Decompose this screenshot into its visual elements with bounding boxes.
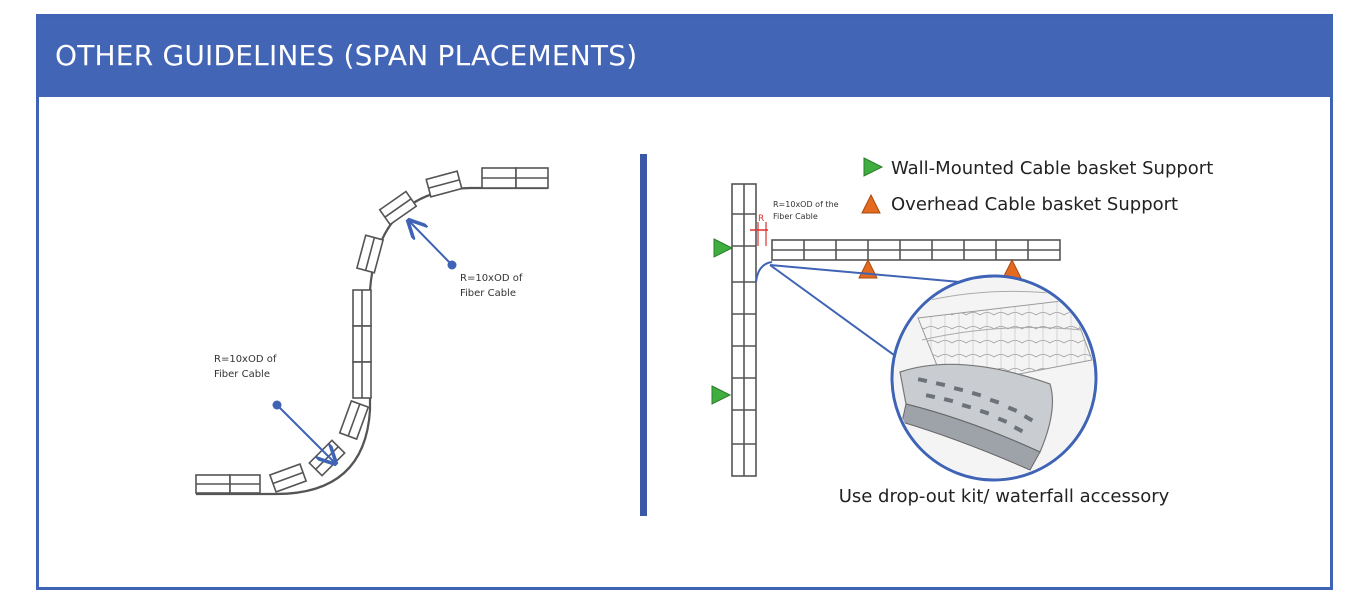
legend-wall-support: Wall-Mounted Cable basket Support bbox=[891, 158, 1213, 179]
radius-label-lower-2: Fiber Cable bbox=[214, 369, 270, 380]
callout-line bbox=[769, 264, 961, 283]
drop-out-curve bbox=[755, 261, 773, 283]
wall-support-marker bbox=[713, 238, 734, 258]
basket-segment-angled bbox=[378, 190, 418, 226]
callout-line bbox=[769, 264, 895, 356]
basket-segment-angled bbox=[268, 463, 308, 493]
s-curve-basket bbox=[195, 167, 549, 496]
basket-segment-top bbox=[481, 167, 549, 189]
basket-segment-angled bbox=[338, 399, 370, 441]
radius-label-upper-1: R=10xOD of bbox=[460, 273, 523, 284]
panel-title: OTHER GUIDELINES (SPAN PLACEMENTS) bbox=[55, 39, 638, 72]
accessory-caption: Use drop-out kit/ waterfall accessory bbox=[839, 486, 1170, 507]
drop-out-kit-illustration bbox=[890, 274, 1098, 482]
legend-overhead-support-icon bbox=[861, 193, 881, 214]
basket-segment-angled bbox=[308, 439, 346, 477]
radius-marker bbox=[750, 222, 768, 246]
basket-segment-angled bbox=[355, 234, 385, 274]
radius-arrow-upper bbox=[410, 222, 457, 270]
legend-wall-support-icon bbox=[863, 157, 884, 177]
wall-support-marker bbox=[711, 385, 732, 405]
curve-path bbox=[196, 186, 548, 496]
radius-note-1: R=10xOD of the bbox=[773, 200, 839, 209]
basket-segment-angled bbox=[425, 170, 463, 198]
legend-overhead-support: Overhead Cable basket Support bbox=[891, 194, 1178, 215]
basket-segment-vertical bbox=[352, 289, 372, 399]
radius-label-upper-2: Fiber Cable bbox=[460, 288, 516, 299]
radius-marker-label: R bbox=[758, 214, 764, 224]
radius-arrow-lower bbox=[272, 400, 335, 463]
wall-mounted-basket bbox=[731, 183, 757, 477]
section-divider bbox=[640, 154, 647, 516]
basket-segment-bottom bbox=[195, 474, 261, 494]
panel-header: OTHER GUIDELINES (SPAN PLACEMENTS) bbox=[39, 17, 1330, 97]
radius-note-2: Fiber Cable bbox=[773, 212, 818, 221]
overhead-basket bbox=[771, 239, 1061, 261]
radius-label-lower-1: R=10xOD of bbox=[214, 354, 277, 365]
